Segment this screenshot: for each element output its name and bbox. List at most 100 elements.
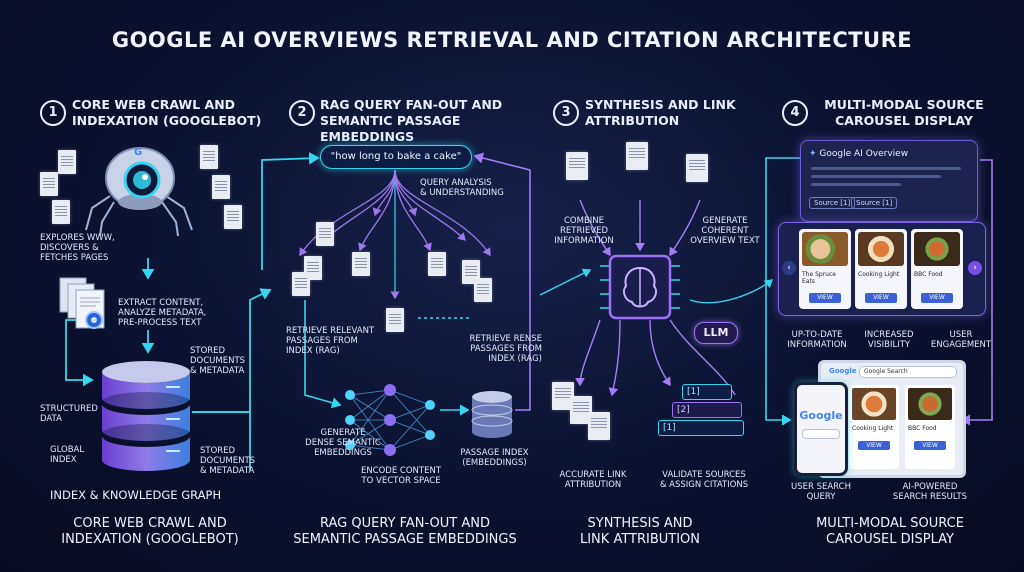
passage-line: (EMBEDDINGS)	[462, 458, 527, 468]
ai-results-line: AI-POWERED	[902, 482, 958, 492]
generate-embeddings-label: GENERATE DENSE SEMANTIC EMBEDDINGS	[298, 428, 388, 458]
step-1-title-line1: CORE WEB CRAWL AND	[72, 97, 236, 112]
ai-overview-panel: ✦ Google AI Overview Source [1] Source […	[800, 140, 978, 222]
view-button[interactable]: VIEW	[914, 441, 946, 450]
bottom-line: RAG QUERY FAN-OUT AND	[319, 516, 490, 531]
result-card-site: BBC Food	[908, 425, 937, 432]
structured-line: DATA	[40, 414, 62, 424]
passage-line: PASSAGE INDEX	[460, 448, 529, 458]
neural-network-icon	[345, 384, 435, 456]
encode-line: ENCODE CONTENT	[360, 466, 442, 476]
passage-document-icon	[316, 222, 334, 246]
carousel-connectors	[765, 157, 993, 426]
step-4-title: MULTI-MODAL SOURCE CAROUSEL DISPLAY	[814, 97, 994, 129]
food-thumbnail	[914, 232, 960, 266]
result-card[interactable]: Cooking Light VIEW	[849, 385, 899, 469]
bottom-line: CORE WEB CRAWL AND	[73, 516, 227, 531]
generate-line: DENSE SEMANTIC	[305, 438, 381, 448]
search-query-bubble: "how long to bake a cake"	[320, 145, 472, 169]
benefit-label: USER ENGAGEMENT	[926, 330, 996, 350]
stored-line: STORED	[190, 346, 226, 356]
generate-ov-line: OVERVIEW TEXT	[690, 236, 760, 246]
text-line-placeholder	[811, 175, 941, 178]
bottom-line: SYNTHESIS AND	[587, 516, 693, 531]
svg-text:G: G	[134, 147, 142, 158]
extract-line: EXTRACT CONTENT,	[118, 298, 204, 308]
food-thumbnail	[858, 232, 904, 266]
bottom-line: MULTI-MODAL SOURCE	[816, 516, 964, 531]
validate-sources-label: VALIDATE SOURCES & ASSIGN CITATIONS	[654, 470, 754, 490]
stored-line: & METADATA	[190, 366, 245, 376]
cited-document-icon	[588, 412, 610, 440]
step-2-number: 2	[289, 100, 315, 126]
passage-document-icon	[428, 252, 446, 276]
generate-ov-line: GENERATE	[702, 216, 748, 226]
source-card-site: Cooking Light	[858, 271, 900, 278]
carousel-prev-button[interactable]: ‹	[782, 261, 796, 275]
combine-line: COMBINE	[563, 216, 605, 226]
view-button[interactable]: VIEW	[858, 441, 890, 450]
view-button[interactable]: VIEW	[809, 293, 841, 303]
fanout-connectors	[299, 169, 491, 300]
source-card[interactable]: Cooking Light VIEW	[855, 229, 907, 309]
stored-line: DOCUMENTS	[190, 356, 246, 366]
food-thumbnail	[802, 232, 848, 266]
source-document-icon	[626, 142, 648, 170]
analysis-line: QUERY ANALYSIS	[420, 178, 492, 188]
validate-line: VALIDATE SOURCES	[662, 470, 746, 480]
source-chip-1[interactable]: Source [1]	[809, 197, 856, 209]
citation-marker-3: [1]	[658, 420, 744, 436]
ai-overview-title: Google AI Overview	[819, 149, 909, 159]
citation-marker-2: [2]	[672, 402, 742, 418]
view-button[interactable]: VIEW	[865, 293, 897, 303]
user-query-line: USER SEARCH	[791, 482, 851, 492]
retrieve-line: PASSAGES FROM	[470, 344, 542, 354]
web-page-icon	[224, 205, 242, 229]
generate-overview-label: GENERATE COHERENT OVERVIEW TEXT	[680, 216, 770, 246]
carousel-next-button[interactable]: ›	[968, 261, 982, 275]
query-analysis-label: QUERY ANALYSIS & UNDERSTANDING	[420, 178, 530, 198]
web-page-icon	[58, 150, 76, 174]
source-document-icon	[686, 154, 708, 182]
step-3-title-line2: ATTRIBUTION	[585, 113, 680, 128]
llm-badge: LLM	[694, 322, 738, 344]
sparkle-icon: ✦	[809, 149, 817, 159]
combine-line: INFORMATION	[554, 236, 614, 246]
generate-line: GENERATE	[320, 428, 366, 438]
result-card-site: Cooking Light	[852, 425, 894, 432]
food-thumbnail	[908, 388, 952, 420]
retrieve-line: RETRIEVE RENSE	[469, 334, 542, 344]
source-card[interactable]: The Spruce Eats VIEW	[799, 229, 851, 309]
retrieve-line: PASSAGES FROM	[286, 336, 358, 346]
passage-document-icon	[474, 278, 492, 302]
google-logo-small: Google	[829, 367, 857, 375]
validate-line: & ASSIGN CITATIONS	[659, 480, 749, 490]
accurate-line: ACCURATE LINK	[559, 470, 627, 480]
source-carousel: ‹ › The Spruce Eats VIEW Cooking Light V…	[778, 222, 986, 316]
stored-line: DOCUMENTS	[200, 456, 256, 466]
cited-document-icon	[552, 382, 574, 410]
bottom-line: CAROUSEL DISPLAY	[826, 532, 954, 547]
bottom-label-step-1: CORE WEB CRAWL AND INDEXATION (GOOGLEBOT…	[40, 516, 260, 548]
phone-search-bar[interactable]	[802, 429, 840, 439]
result-card[interactable]: BBC Food VIEW	[905, 385, 955, 469]
passage-document-icon	[386, 308, 404, 332]
source-card[interactable]: BBC Food VIEW	[911, 229, 963, 309]
extract-label: EXTRACT CONTENT, ANALYZE METADATA, PRE-P…	[118, 298, 238, 328]
database-icon	[102, 361, 190, 471]
stored-docs-label-b: STORED DOCUMENTS & METADATA	[200, 446, 270, 476]
retrieve-line: INDEX (RAG)	[286, 346, 340, 356]
source-chip-2[interactable]: Source [1]	[851, 197, 898, 209]
step-4-title-line2: CAROUSEL DISPLAY	[835, 113, 973, 128]
diagram-title: GOOGLE AI OVERVIEWS RETRIEVAL AND CITATI…	[111, 28, 913, 52]
processing-documents-icon	[59, 277, 105, 329]
stored-line: & METADATA	[200, 466, 255, 476]
ai-results-line: SEARCH RESULTS	[892, 492, 968, 502]
view-button[interactable]: VIEW	[921, 293, 953, 303]
benefit-label: INCREASED VISIBILITY	[854, 330, 924, 350]
citation-marker-1: [1]	[682, 384, 732, 400]
explores-line: FETCHES PAGES	[40, 253, 109, 263]
global-index-label: GLOBAL INDEX	[50, 445, 100, 465]
user-query-line: QUERY	[806, 492, 836, 502]
search-bar[interactable]: Google Search	[859, 366, 957, 378]
